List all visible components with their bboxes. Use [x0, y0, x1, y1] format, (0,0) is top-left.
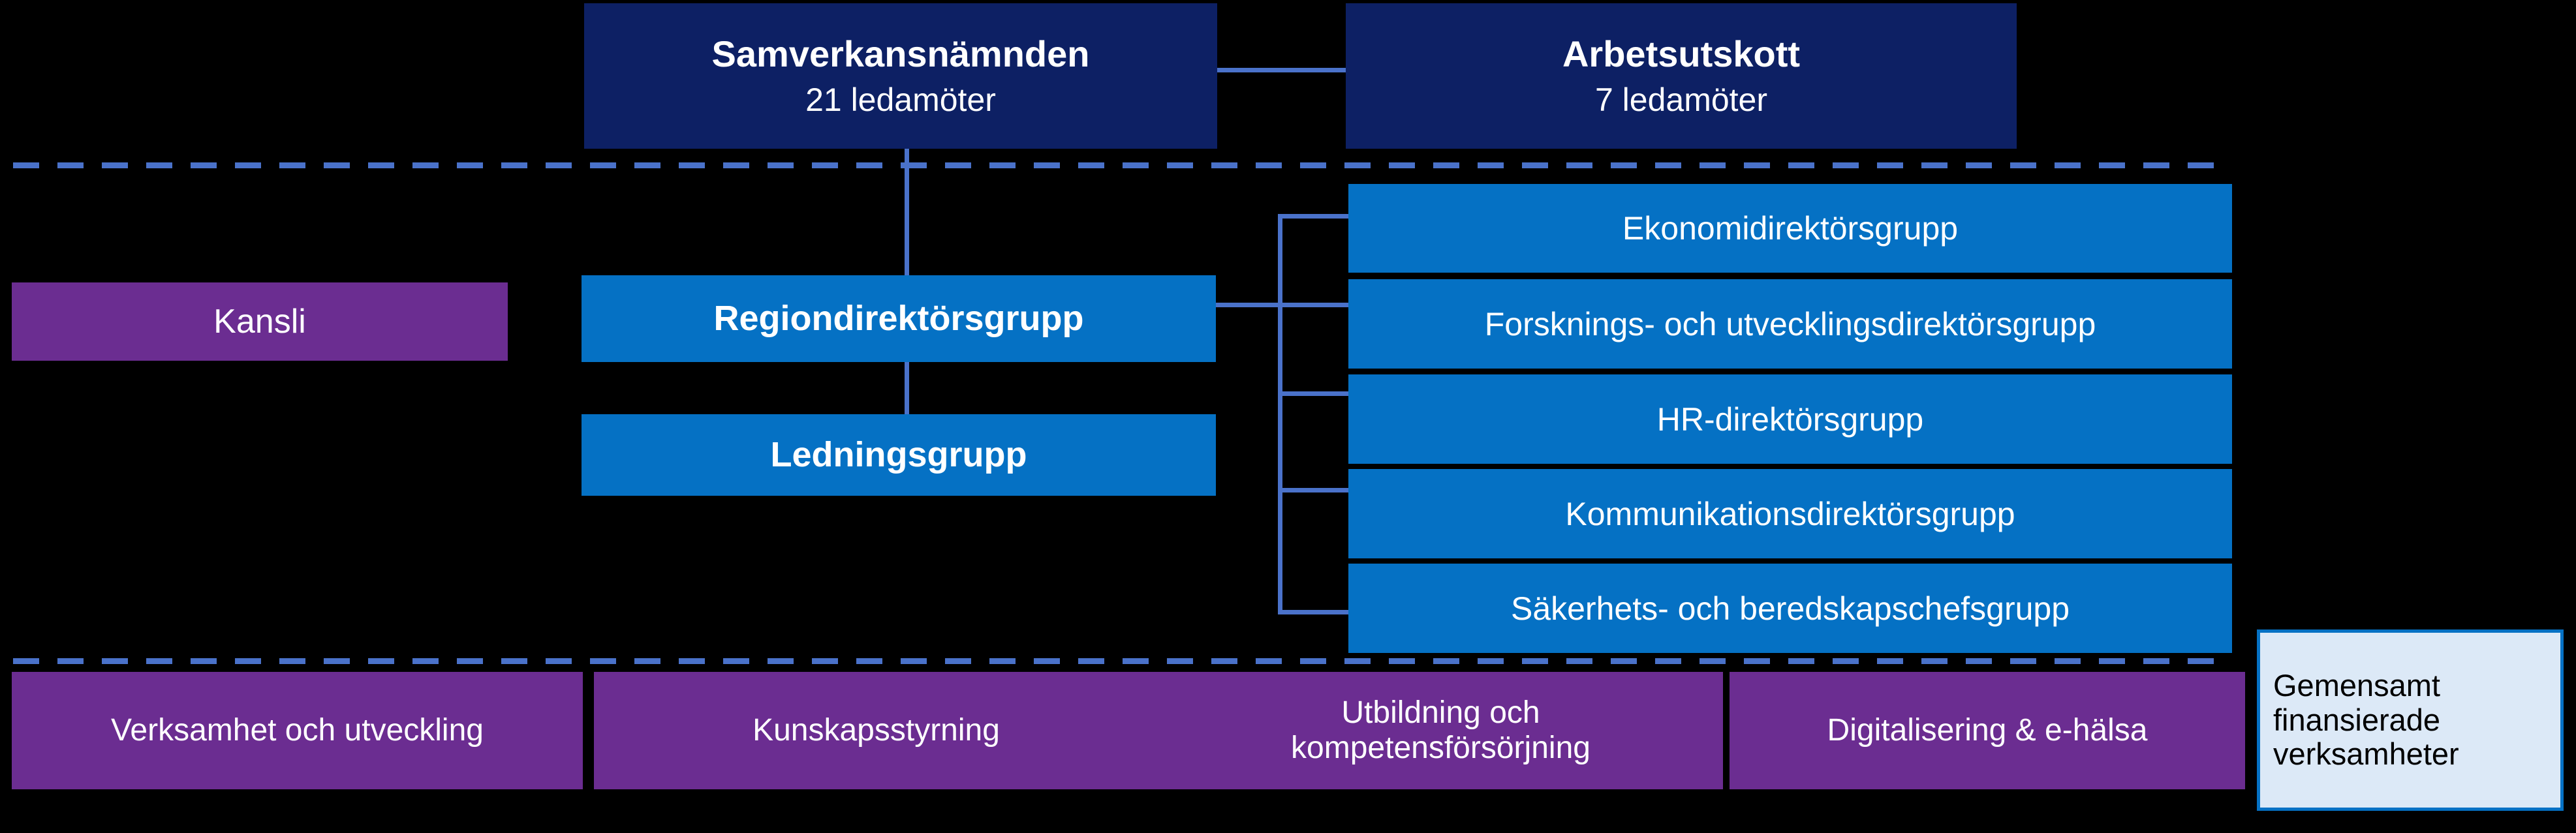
ledningsgrupp-label: Ledningsgrupp [770, 435, 1027, 475]
shared-operations-line1: Gemensamt [2273, 668, 2440, 703]
shared-operations-line3: verksamheter [2273, 736, 2459, 772]
dashed-divider-lower [13, 658, 2232, 664]
direktorsgrupp-label-3: Kommunikationsdirektörsgrupp [1565, 495, 2015, 532]
connector-branch-kommunikation [1278, 488, 1350, 492]
box-direktorsgrupp-3[interactable]: Kommunikationsdirektörsgrupp [1348, 469, 2232, 558]
direktorsgrupp-label-0: Ekonomidirektörsgrupp [1622, 210, 1959, 247]
arbetsutskott-subtitle: 7 ledamöter [1594, 81, 1768, 118]
box-kansli[interactable]: Kansli [12, 282, 508, 361]
box-area-2[interactable]: Utbildning och kompetensförsörjning [1158, 672, 1723, 789]
connector-branch-sakerhet [1278, 610, 1350, 614]
shared-operations-line2: finansierade [2273, 702, 2441, 737]
connector-board-to-director-group [905, 137, 909, 277]
area-label-2-line2: kompetensförsörjning [1291, 731, 1591, 765]
connector-branch-fou [1278, 303, 1350, 307]
samverkansnamnden-subtitle: 21 ledamöter [805, 81, 996, 118]
box-area-0[interactable]: Verksamhet och utveckling [12, 672, 583, 789]
box-samverkansnamnden[interactable]: Samverkansnämnden 21 ledamöter [584, 3, 1217, 149]
connector-branch-hr [1278, 391, 1350, 396]
box-gemensamt-finansierade-verksamheter[interactable]: Gemensamt finansierade verksamheter [2257, 629, 2564, 811]
samverkansnamnden-title: Samverkansnämnden [711, 33, 1090, 75]
connector-director-to-leadership [905, 357, 909, 416]
box-area-3[interactable]: Digitalisering & e-hälsa [1730, 672, 2245, 789]
arbetsutskott-title: Arbetsutskott [1562, 33, 1801, 75]
dashed-divider-upper [13, 162, 2232, 168]
area-label-0-line1: Verksamhet och utveckling [111, 713, 484, 748]
box-regiondirektorsgrupp[interactable]: Regiondirektörsgrupp [582, 275, 1216, 362]
box-ledningsgrupp[interactable]: Ledningsgrupp [582, 414, 1216, 496]
connector-branch-ekonomi [1278, 214, 1350, 219]
box-direktorsgrupp-0[interactable]: Ekonomidirektörsgrupp [1348, 184, 2232, 273]
box-direktorsgrupp-1[interactable]: Forsknings- och utvecklingsdirektörsgrup… [1348, 279, 2232, 369]
direktorsgrupp-label-4: Säkerhets- och beredskapschefsgrupp [1510, 590, 2070, 627]
area-label-3-line1: Digitalisering & e-hälsa [1827, 713, 2148, 748]
direktorsgrupp-label-1: Forsknings- och utvecklingsdirektörsgrup… [1484, 305, 2096, 342]
regiondirektorsgrupp-label: Regiondirektörsgrupp [713, 299, 1084, 339]
kansli-label: Kansli [213, 302, 306, 341]
area-label-2-line1: Utbildning och [1341, 695, 1540, 731]
connector-board-to-committee [1211, 68, 1348, 72]
box-arbetsutskott[interactable]: Arbetsutskott 7 ledamöter [1346, 3, 2017, 149]
connector-trunk-vertical [1278, 214, 1282, 614]
box-direktorsgrupp-2[interactable]: HR-direktörsgrupp [1348, 374, 2232, 464]
area-label-1-line1: Kunskapsstyrning [753, 713, 1000, 748]
direktorsgrupp-label-2: HR-direktörsgrupp [1656, 401, 1924, 438]
box-area-1[interactable]: Kunskapsstyrning [594, 672, 1158, 789]
box-direktorsgrupp-4[interactable]: Säkerhets- och beredskapschefsgrupp [1348, 564, 2232, 653]
